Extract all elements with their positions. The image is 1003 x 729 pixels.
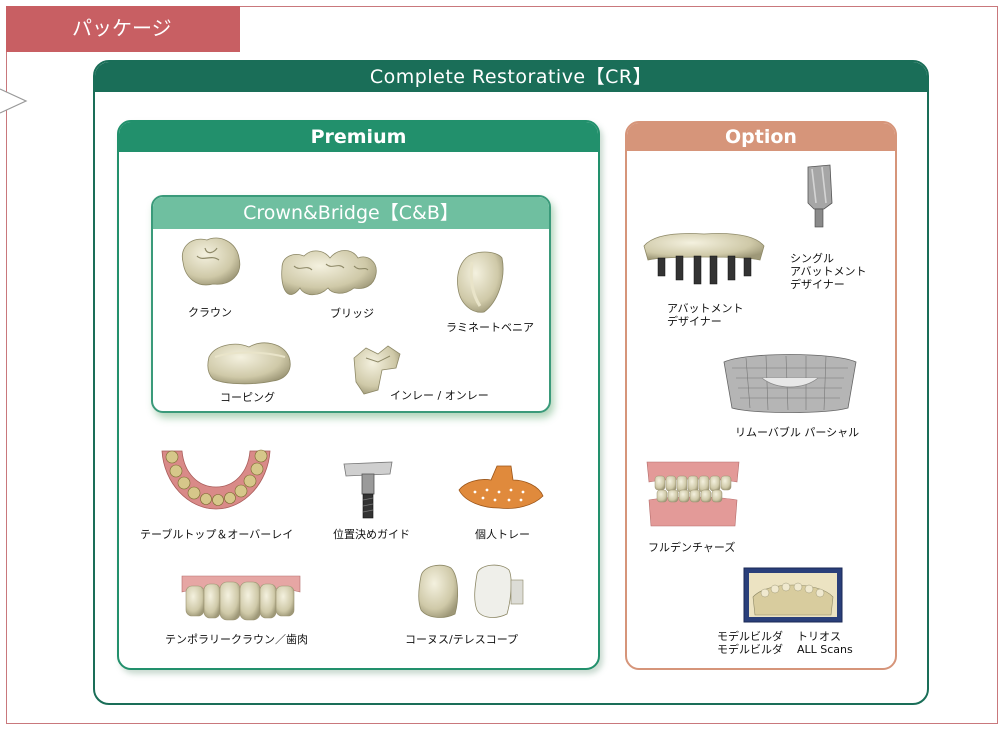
coping-label: コーピング <box>220 391 275 404</box>
inlay-onlay-label: インレー / オンレー <box>390 389 489 402</box>
positioning-guide-label: 位置決めガイド <box>333 528 410 541</box>
crown-bridge-title: Crown&Bridge【C&B】 <box>153 197 549 229</box>
positioning-guide-image <box>343 461 393 519</box>
complete-restorative-title: Complete Restorative【CR】 <box>95 62 927 92</box>
table-top-overlay-image <box>161 449 271 510</box>
crown-image <box>181 237 241 286</box>
table-top-overlay-label: テーブルトップ＆オーバーレイ <box>140 528 294 541</box>
laminate-veneer-image <box>457 251 504 313</box>
temporary-crown-gingiva-image <box>181 575 301 621</box>
removable-partial-image <box>723 354 857 413</box>
laminate-veneer-label: ラミネートベニア <box>446 321 534 334</box>
custom-tray-label: 個人トレー <box>475 528 530 541</box>
full-dentures-image <box>646 461 740 527</box>
trios-all-scans-label: トリオス ALL Scans <box>797 630 853 656</box>
bridge-label: ブリッジ <box>330 307 374 320</box>
konus-telescope-label: コーヌス/テレスコープ <box>405 633 519 646</box>
option-title: Option <box>627 123 895 151</box>
konus-telescope-image <box>418 564 524 618</box>
model-builder-label: モデルビルダ モデルビルダ <box>717 630 783 656</box>
custom-tray-image <box>458 465 544 509</box>
full-dentures-label: フルデンチャーズ <box>648 541 736 554</box>
temporary-crown-gingiva-label: テンポラリークラウン／歯肉 <box>165 633 308 646</box>
premium-title: Premium <box>119 122 598 152</box>
package-tab[interactable]: パッケージ <box>6 6 240 52</box>
side-arrow-icon <box>0 88 28 114</box>
abutment-designer-image <box>643 233 765 285</box>
abutment-designer-label: アバットメント デザイナー <box>667 302 744 328</box>
removable-partial-label: リムーバブル パーシャル <box>735 426 860 439</box>
single-abutment-image <box>807 164 833 228</box>
single-abutment-label: シングル アバットメント デザイナー <box>790 252 867 291</box>
inlay-onlay-image <box>353 345 401 395</box>
model-builder-image <box>743 567 843 623</box>
crown-label: クラウン <box>188 306 232 319</box>
bridge-image <box>281 250 377 296</box>
coping-image <box>207 342 291 385</box>
